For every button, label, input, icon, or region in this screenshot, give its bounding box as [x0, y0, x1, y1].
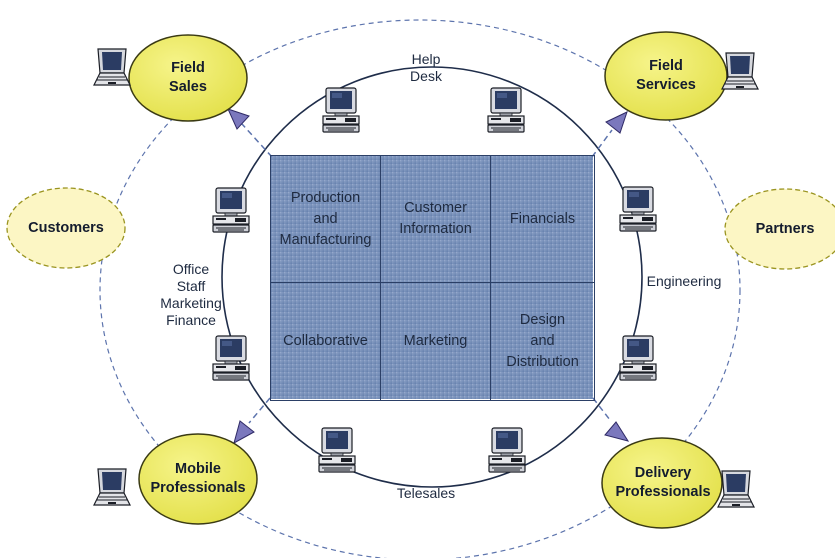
desktop-computer-icon — [619, 335, 657, 381]
grid-cell-financials: Financials — [491, 156, 594, 283]
arrowhead-field-sales — [227, 108, 250, 130]
desktop-computer-icon — [318, 427, 356, 473]
delivery-professionals-label: Delivery Professionals — [615, 465, 711, 500]
grid-cell-customer-information: Customer Information — [381, 156, 491, 283]
partners-node — [724, 188, 835, 270]
grid-cell-collaborative: Collaborative — [271, 283, 381, 400]
customers-node — [6, 187, 126, 269]
desktop-computer-icon — [322, 87, 360, 133]
field-sales-label: Field Sales — [169, 60, 207, 95]
desktop-computer-icon — [487, 87, 525, 133]
grid-cell-marketing: Marketing — [381, 283, 491, 400]
grid-cell-design-distribution: Design and Distribution — [506, 312, 579, 370]
office-staff-label: Office Staff Marketing Finance — [160, 261, 222, 328]
field-sales-node — [128, 34, 248, 122]
field-services-node — [604, 31, 728, 121]
desktop-computer-icon — [488, 427, 526, 473]
telesales-label: Telesales — [396, 485, 456, 501]
desktop-computer-icon — [212, 187, 250, 233]
field-services-label: Field Services — [636, 58, 696, 93]
laptop-icon — [717, 470, 755, 508]
application-grid: Production and Manufacturing Customer In… — [270, 155, 595, 401]
delivery-professionals-node — [601, 437, 723, 529]
arrowhead-delivery-professionals — [604, 421, 630, 442]
outer-network-ring — [99, 19, 741, 558]
desktop-computer-icon — [619, 186, 657, 232]
arrowhead-mobile-professionals — [233, 420, 255, 445]
grid-cell-production: Production and Manufacturing — [271, 156, 381, 283]
partners-label: Partners — [755, 220, 815, 237]
application-grid-background — [270, 155, 593, 399]
arrowhead-field-services — [605, 111, 628, 134]
inner-network-ring — [221, 66, 643, 488]
engineering-label: Engineering — [646, 273, 722, 289]
mobile-professionals-node — [138, 433, 258, 525]
mobile-professionals-label: Mobile Professionals — [150, 461, 246, 496]
help-desk-label: Help Desk — [410, 51, 442, 84]
laptop-icon — [721, 52, 759, 90]
desktop-computer-icon — [212, 335, 250, 381]
customers-label: Customers — [28, 219, 104, 236]
laptop-icon — [93, 468, 131, 506]
laptop-icon — [93, 48, 131, 86]
